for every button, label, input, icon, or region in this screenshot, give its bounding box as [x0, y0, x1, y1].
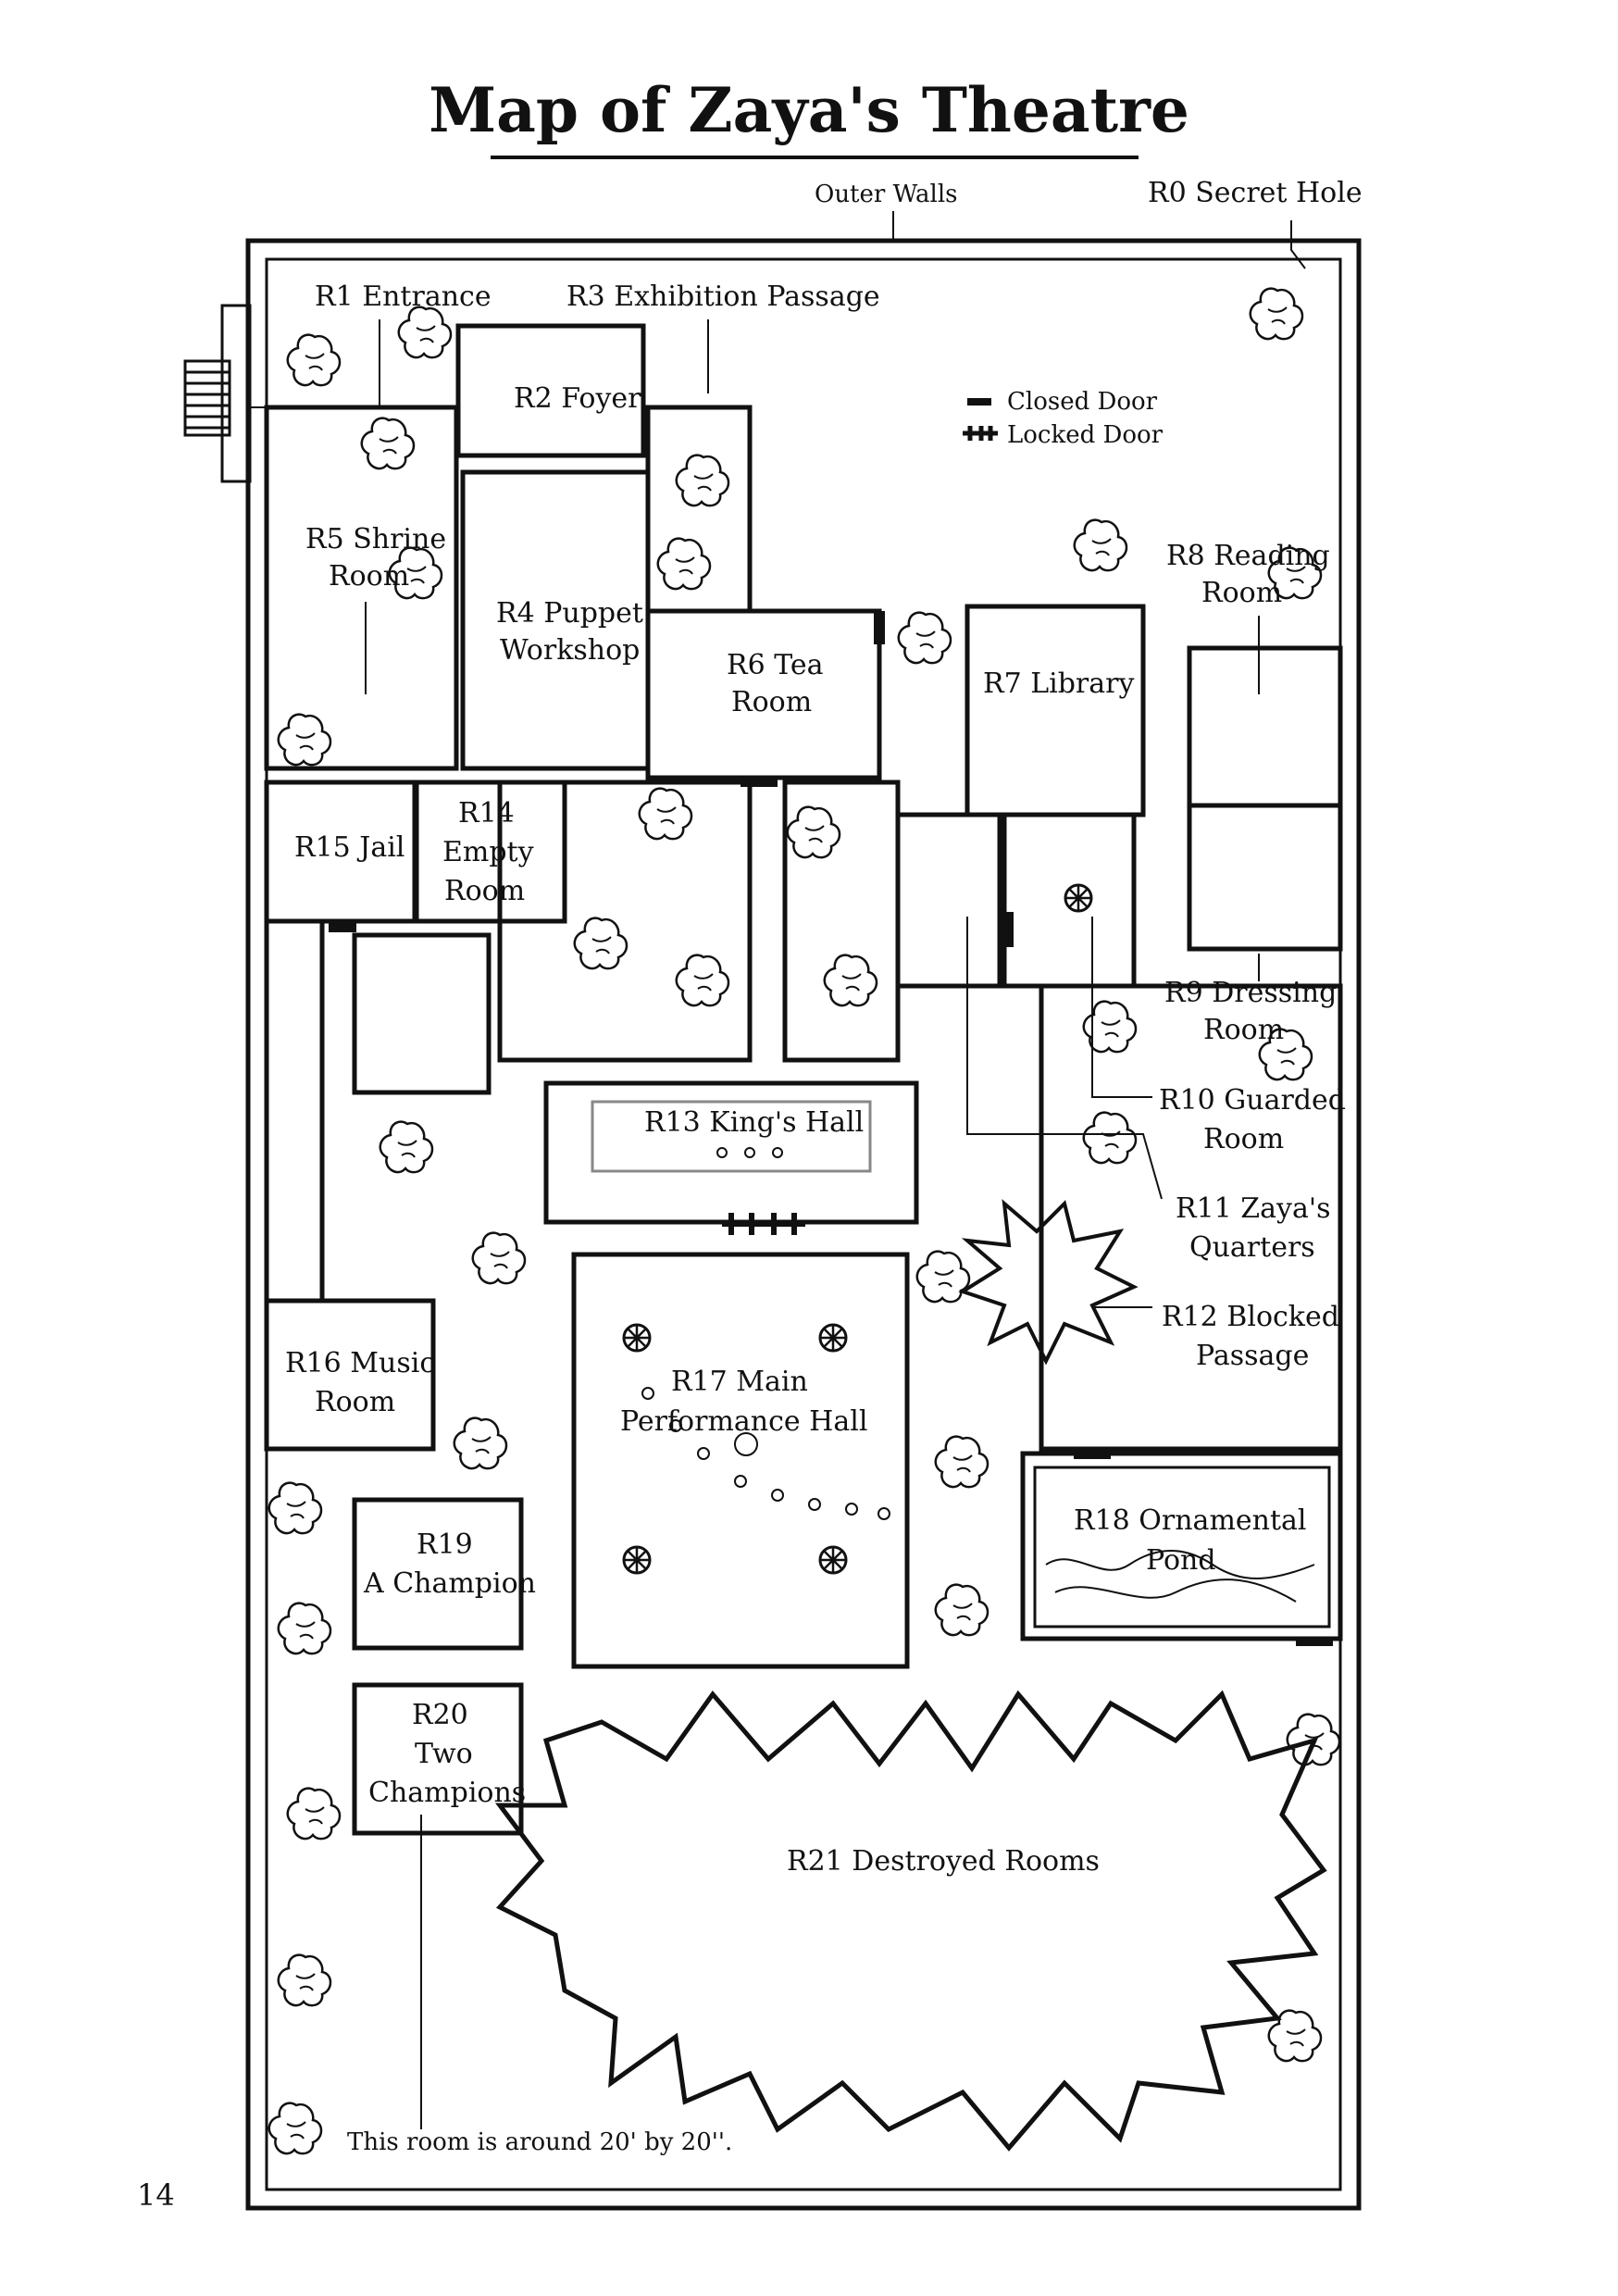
- locked-door: [722, 1213, 805, 1235]
- label-r19-line1: R19: [417, 1529, 473, 1561]
- label-r15: R15 Jail: [294, 831, 404, 864]
- label-r4-line2: Workshop: [500, 634, 640, 667]
- room-r14: [414, 780, 567, 924]
- callout-scale-note: This room is around 20' by 20''.: [347, 2128, 732, 2156]
- label-r12-line2: Passage: [1196, 1340, 1309, 1372]
- label-r14-line1: R14: [458, 797, 515, 830]
- label-r5-line2: Room: [329, 560, 409, 593]
- closed-door-icon: [967, 398, 991, 406]
- label-r7: R7 Library: [983, 668, 1134, 700]
- label-r8-line1: R8 Reading: [1166, 540, 1330, 572]
- label-r11-line1: R11 Zaya's: [1176, 1192, 1331, 1225]
- label-r13: R13 King's Hall: [644, 1106, 864, 1139]
- pond: [1033, 1466, 1331, 1628]
- label-r17-line1: R17 Main: [671, 1366, 808, 1398]
- room-r7: [965, 604, 1146, 817]
- label-r20-line2: Two: [415, 1738, 473, 1770]
- label-r14-line2: Empty: [442, 836, 534, 868]
- label-r3: R3 Exhibition Passage: [566, 281, 880, 313]
- legend-closed-door: Closed Door: [1007, 388, 1158, 416]
- passage-east: [1039, 983, 1343, 1452]
- page-title: Map of Zaya's Theatre: [429, 74, 1189, 146]
- label-r18-line1: R18 Ornamental: [1074, 1504, 1307, 1537]
- label-r8-line2: Room: [1201, 577, 1282, 609]
- label-r5-line1: R5 Shrine: [305, 523, 446, 555]
- label-r20-line3: Champions: [368, 1777, 526, 1809]
- label-r6-line2: Room: [731, 686, 812, 718]
- legend: Closed Door Locked Door: [963, 388, 1164, 449]
- rubble-icon: [958, 1199, 1139, 1366]
- label-r9-line2: Room: [1203, 1014, 1284, 1046]
- room-walls: [264, 323, 1343, 1836]
- label-r16-line2: Room: [315, 1386, 395, 1418]
- label-r10-line1: R10 Guarded: [1159, 1084, 1346, 1117]
- room-r19: [352, 1497, 524, 1651]
- performance-path: [641, 1387, 890, 1520]
- callout-outer-walls: Outer Walls: [815, 181, 958, 208]
- corridor-west: [264, 918, 325, 1304]
- label-r19-line2: A Champion: [363, 1567, 536, 1600]
- label-r12-line1: R12 Blocked: [1162, 1301, 1339, 1333]
- label-r10-line2: Room: [1203, 1123, 1284, 1155]
- label-r6-line1: R6 Tea: [727, 649, 824, 681]
- room-labels: R1 Entrance R2 Foyer R3 Exhibition Passa…: [285, 281, 1346, 1878]
- room-r18: [1020, 1451, 1343, 1641]
- kings-dais: [591, 1100, 872, 1173]
- locked-door-icon: [963, 426, 998, 441]
- label-r17-line2: Performance Hall: [620, 1405, 867, 1438]
- page-number: 14: [137, 2177, 175, 2213]
- label-r9-line1: R9 Dressing: [1164, 977, 1337, 1009]
- label-r2: R2 Foyer: [514, 382, 641, 415]
- label-r1: R1 Entrance: [315, 281, 492, 313]
- label-r18-line2: Pond: [1146, 1544, 1216, 1577]
- room-r16: [264, 1298, 436, 1452]
- room-r20: [352, 1682, 524, 1836]
- room-r11: [895, 812, 1002, 989]
- stairs-icon: [183, 304, 252, 483]
- callouts: Outer Walls R0 Secret Hole This room is …: [250, 177, 1363, 2156]
- room-r2: [455, 323, 646, 458]
- label-r11-line2: Quarters: [1189, 1231, 1315, 1264]
- destroyed-rooms-outline: [495, 1690, 1327, 2152]
- label-r14-line3: Room: [444, 875, 525, 907]
- courtyard-mid: [497, 780, 753, 1063]
- label-r21: R21 Destroyed Rooms: [787, 1845, 1100, 1878]
- label-r16-line1: R16 Music: [285, 1347, 435, 1379]
- room-r13: [543, 1080, 919, 1225]
- callout-secret-hole: R0 Secret Hole: [1148, 177, 1363, 209]
- closed-doors: [329, 611, 1333, 1646]
- title-underline: [491, 156, 1139, 159]
- legend-locked-door: Locked Door: [1007, 421, 1164, 449]
- room-r10: [1002, 812, 1137, 989]
- dais-lamps: [716, 1147, 783, 1158]
- room-r3-divider: [645, 405, 753, 614]
- room-r8: [1187, 645, 1343, 808]
- courtyard-east: [782, 780, 901, 1063]
- room-r9: [1187, 803, 1343, 952]
- courtyard-left: [352, 932, 492, 1095]
- label-r4-line1: R4 Puppet: [496, 597, 643, 630]
- room-r17: [571, 1252, 910, 1669]
- label-r20-line1: R20: [412, 1699, 468, 1731]
